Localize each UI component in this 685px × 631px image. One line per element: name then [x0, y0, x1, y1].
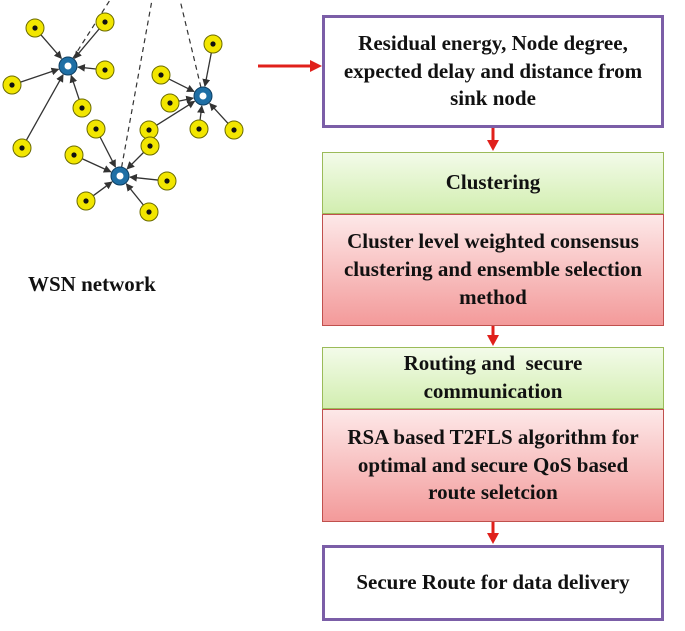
routing-method-text: RSA based T2FLS algorithm for optimal an…: [347, 424, 639, 505]
clustering-header-text: Clustering: [445, 170, 541, 195]
node-to-head-arrow: [156, 100, 196, 126]
sensor-node: [203, 34, 223, 54]
cluster-head-node: [58, 56, 78, 76]
clustering-to-routing-arrow: [487, 326, 499, 346]
node-to-head-arrow: [40, 34, 62, 60]
node-to-head-arrow: [81, 158, 112, 173]
node-to-head-arrow: [20, 67, 60, 83]
clustering-method-box: Cluster level weighted consensus cluster…: [322, 214, 664, 326]
node-to-head-arrow: [168, 78, 195, 93]
node-to-head-arrow: [202, 52, 212, 87]
sink-link-dashed-line: [179, 0, 204, 97]
sensor-node: [151, 65, 171, 85]
node-to-head-arrow: [73, 28, 100, 59]
secure-route-output-box: Secure Route for data delivery: [322, 545, 664, 621]
sensor-node: [139, 120, 159, 140]
cluster-head-node: [193, 86, 213, 106]
sensor-node: [72, 98, 92, 118]
sensor-node: [157, 171, 177, 191]
clustering-method-text: Cluster level weighted consensus cluster…: [343, 229, 643, 309]
routing-header-box: Routing and secure communication: [322, 347, 664, 409]
sink-link-dashed-line: [119, 0, 153, 177]
sensor-node: [95, 12, 115, 32]
sensor-node: [86, 119, 106, 139]
wsn-network-diagram: [2, 0, 244, 222]
input-parameters-box: Residual energy, Node degree, expected d…: [322, 15, 664, 128]
sensor-node: [160, 93, 180, 113]
node-to-head-arrow: [69, 74, 80, 100]
sensor-node: [25, 18, 45, 38]
secure-route-output-text: Secure Route for data delivery: [356, 570, 630, 595]
network-to-input-arrow: [258, 60, 322, 72]
sink-link-dashed-line: [67, 0, 111, 67]
node-to-head-arrow: [125, 183, 144, 206]
node-to-head-arrow: [209, 102, 229, 124]
node-to-head-arrow: [77, 63, 97, 72]
node-to-head-arrow: [99, 136, 117, 168]
sensor-node: [95, 60, 115, 80]
wsn-network-label: WSN network: [28, 272, 156, 296]
sensor-node: [224, 120, 244, 140]
sensor-node: [140, 136, 160, 156]
node-to-head-arrow: [92, 181, 113, 197]
sensor-node: [189, 119, 209, 139]
input-parameters-text: Residual energy, Node degree, expected d…: [343, 30, 643, 111]
cluster-head-node: [110, 166, 130, 186]
sensor-node: [139, 202, 159, 222]
routing-header-text: Routing and secure communication: [403, 351, 588, 403]
routing-method-box: RSA based T2FLS algorithm for optimal an…: [322, 409, 664, 522]
node-to-head-arrow: [178, 95, 194, 104]
node-to-head-arrow: [197, 105, 205, 121]
sensor-node: [12, 138, 32, 158]
node-to-head-arrow: [129, 173, 159, 182]
sensor-node: [76, 191, 96, 211]
clustering-header-box: Clustering: [322, 152, 664, 214]
sensor-node: [2, 75, 22, 95]
node-to-head-arrow: [25, 74, 64, 141]
input-to-clustering-arrow: [487, 128, 499, 151]
sensor-node: [64, 145, 84, 165]
node-to-head-arrow: [126, 151, 145, 170]
routing-to-output-arrow: [487, 522, 499, 544]
